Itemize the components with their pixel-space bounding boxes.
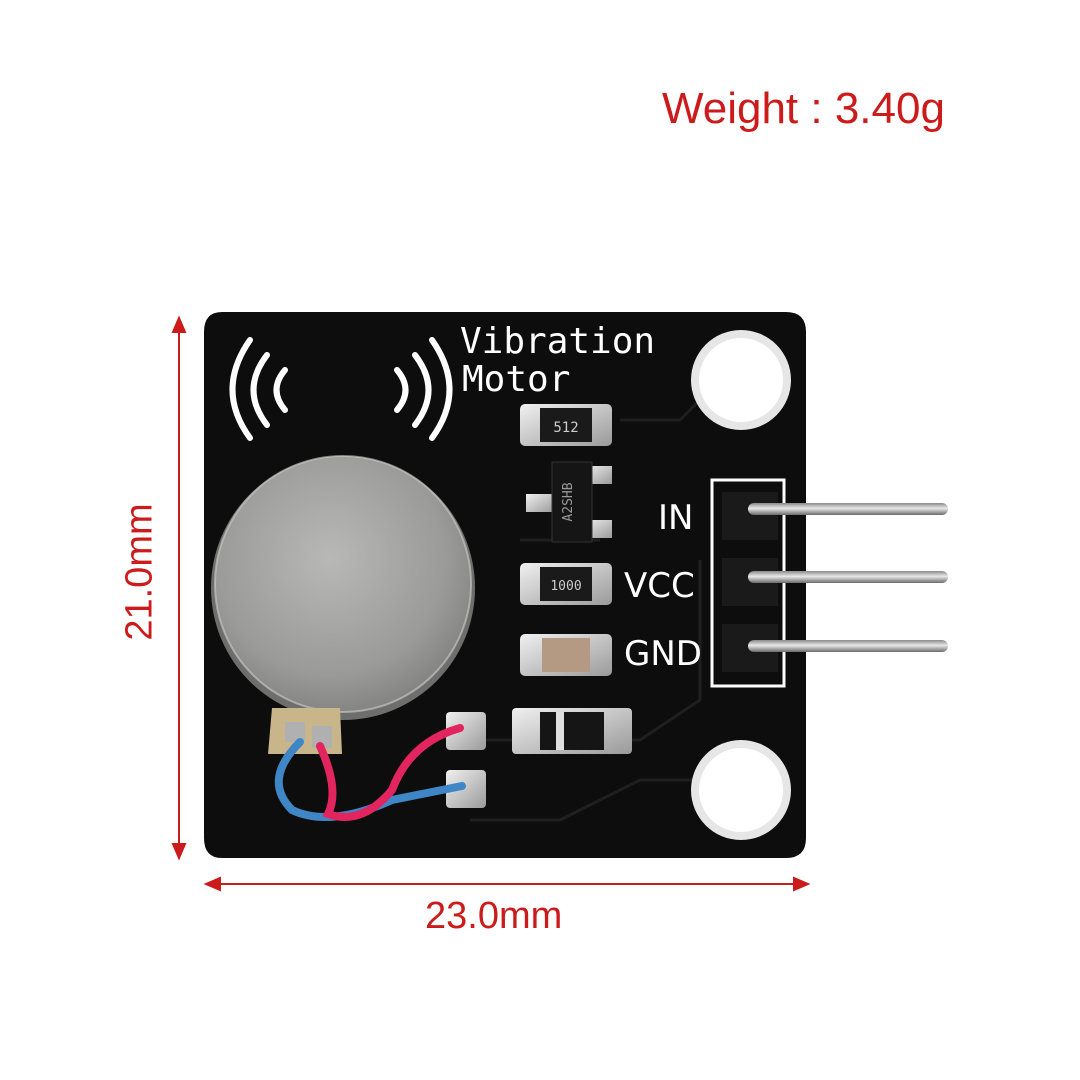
capacitor: [520, 634, 612, 676]
resistor-middle: 1000: [520, 563, 612, 605]
width-dimension-label: 23.0mm: [425, 895, 563, 937]
board-title-line1: Vibration: [460, 321, 655, 362]
resistor-top: 512: [520, 404, 612, 446]
motor-wire-pads: [446, 712, 486, 808]
pin-label-vcc: VCC: [624, 566, 695, 606]
header-pins: [748, 503, 948, 652]
board-title-line2: Motor: [462, 359, 570, 400]
weight-label: Weight : 3.40g: [662, 84, 945, 133]
mounting-hole-top: [691, 330, 791, 430]
resistor-middle-code: 1000: [550, 579, 581, 594]
resistor-top-code: 512: [553, 420, 578, 436]
transistor: A2SHB: [526, 461, 612, 543]
pin-label-gnd: GND: [624, 634, 702, 674]
motor-wires: [274, 724, 466, 822]
transistor-code: A2SHB: [561, 482, 576, 521]
vibration-waves-left-icon: [229, 337, 288, 441]
width-dimension-arrow: [203, 876, 811, 892]
diode: [512, 708, 632, 754]
coin-vibration-motor: [211, 455, 475, 720]
vibration-waves-right-icon: [394, 337, 453, 441]
mounting-hole-bottom: [691, 740, 791, 840]
motor-terminals: [268, 708, 342, 754]
height-dimension-arrow: [171, 315, 187, 861]
pin-label-in: IN: [658, 498, 693, 538]
